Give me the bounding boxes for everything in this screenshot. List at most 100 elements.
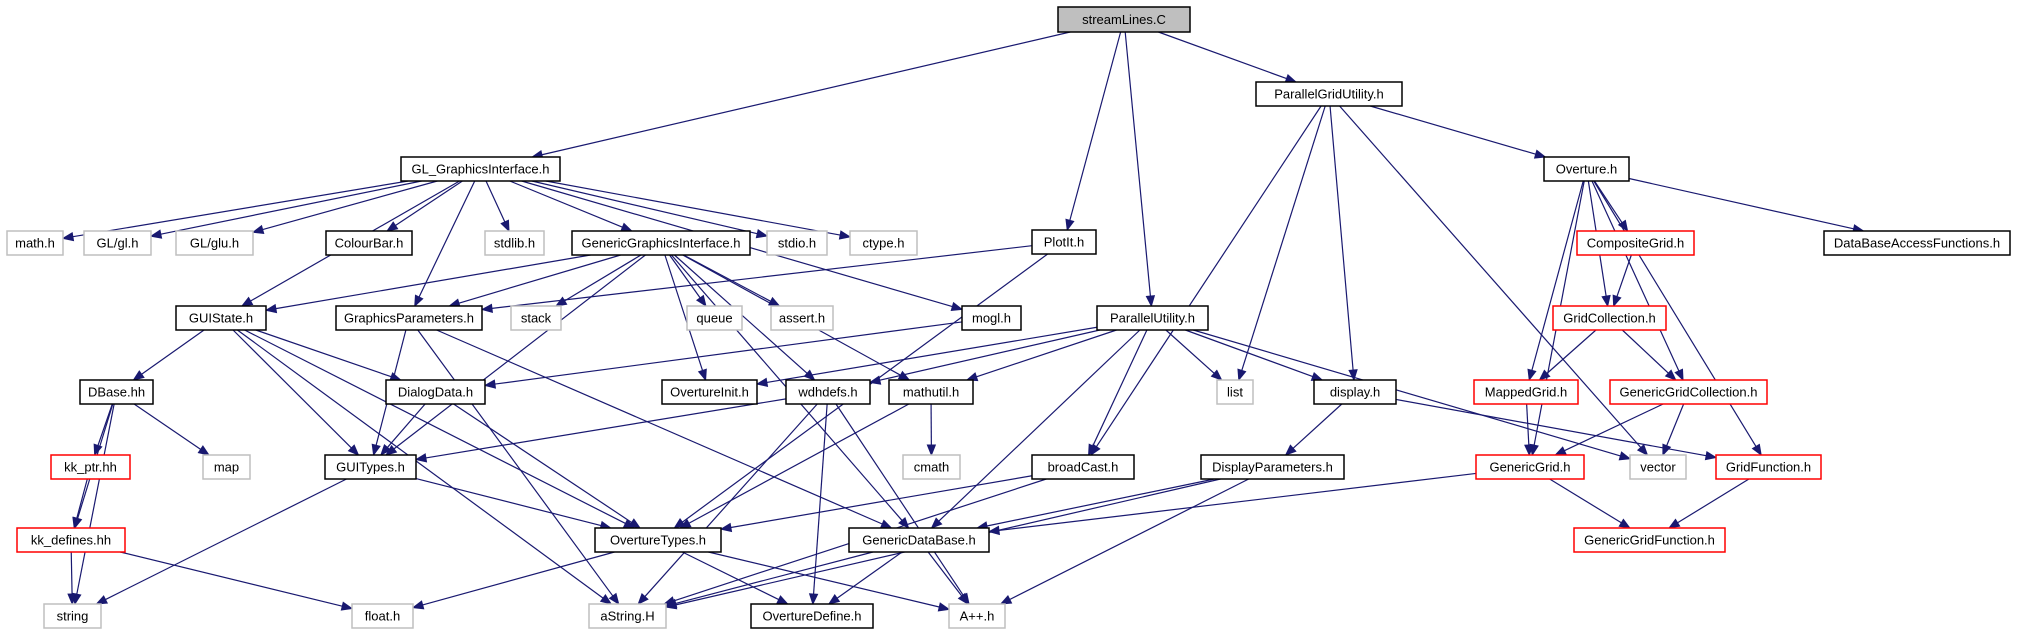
node-list: list bbox=[1216, 379, 1254, 405]
edge-ParallelGridUtility-to-list bbox=[1241, 105, 1326, 371]
edges-layer bbox=[61, 31, 1865, 612]
edge-streamLines-to-GL_GraphicsInterface bbox=[541, 31, 1071, 156]
arrowhead-GL_GraphicsInterface-to-stdio bbox=[755, 228, 769, 239]
node-box bbox=[1200, 454, 1345, 480]
node-box bbox=[750, 603, 874, 629]
node-CompositeGrid[interactable]: CompositeGrid.h bbox=[1576, 230, 1695, 256]
node-GUITypes[interactable]: GUITypes.h bbox=[324, 454, 417, 480]
node-label: float.h bbox=[365, 609, 400, 624]
node-GenericDataBase[interactable]: GenericDataBase.h bbox=[848, 527, 990, 553]
node-DialogData[interactable]: DialogData.h bbox=[385, 379, 486, 405]
node-label: ParallelGridUtility.h bbox=[1274, 87, 1384, 102]
node-OvertureTypes[interactable]: OvertureTypes.h bbox=[594, 527, 722, 553]
arrowhead-GL_GraphicsInterface-to-ColourBar bbox=[385, 221, 399, 232]
node-label: DBase.hh bbox=[88, 385, 145, 400]
edge-OvertureTypes-to-OvertureDefine bbox=[682, 551, 779, 601]
node-display[interactable]: display.h bbox=[1313, 379, 1397, 405]
node-box bbox=[175, 305, 267, 331]
node-box bbox=[400, 156, 561, 182]
edge-GridFunction-to-GenericGridFunction bbox=[1677, 478, 1750, 524]
node-box bbox=[1823, 230, 2011, 256]
node-label: CompositeGrid.h bbox=[1587, 236, 1685, 251]
node-box bbox=[571, 230, 751, 256]
node-GL_GraphicsInterface[interactable]: GL_GraphicsInterface.h bbox=[400, 156, 561, 182]
node-label: vector bbox=[1640, 460, 1676, 475]
node-wdhdefs[interactable]: wdhdefs.h bbox=[785, 379, 871, 405]
node-MappedGrid[interactable]: MappedGrid.h bbox=[1473, 379, 1579, 405]
node-vector: vector bbox=[1629, 454, 1687, 480]
node-GenericGrid[interactable]: GenericGrid.h bbox=[1475, 454, 1585, 480]
node-Overture[interactable]: Overture.h bbox=[1543, 156, 1630, 182]
node-label: assert.h bbox=[779, 311, 825, 326]
edge-GenericDataBase-to-aString bbox=[675, 551, 874, 605]
node-label: GridCollection.h bbox=[1563, 311, 1656, 326]
node-label: streamLines.C bbox=[1082, 12, 1166, 27]
edge-ParallelUtility-to-OvertureInit bbox=[766, 326, 1098, 384]
node-box bbox=[50, 454, 131, 480]
arrowhead-GraphicsParameters-to-GenericDataBase bbox=[879, 519, 893, 529]
node-ColourBar[interactable]: ColourBar.h bbox=[325, 230, 413, 256]
node-DBase[interactable]: DBase.hh bbox=[79, 379, 154, 405]
edge-ParallelUtility-to-broadCast bbox=[1092, 329, 1148, 447]
node-mathutil[interactable]: mathutil.h bbox=[888, 379, 974, 405]
node-ParallelGridUtility[interactable]: ParallelGridUtility.h bbox=[1255, 81, 1403, 107]
arrowhead-ParallelUtility-to-vector bbox=[1618, 451, 1632, 461]
node-PlotIt[interactable]: PlotIt.h bbox=[1031, 229, 1097, 255]
edge-GUITypes-to-OvertureTypes bbox=[415, 477, 602, 527]
edge-GenericGraphicsInterface-to-assert bbox=[683, 254, 771, 302]
node-label: kk_defines.hh bbox=[31, 533, 111, 548]
node-box bbox=[79, 379, 154, 405]
node-DataBaseAccessFunctions[interactable]: DataBaseAccessFunctions.h bbox=[1823, 230, 2011, 256]
node-broadCast[interactable]: broadCast.h bbox=[1031, 454, 1135, 480]
arrowhead-GL_GraphicsInterface-to-GLglu bbox=[251, 224, 265, 235]
node-label: GenericGridFunction.h bbox=[1584, 533, 1715, 548]
node-stdlib: stdlib.h bbox=[484, 230, 545, 256]
node-label: wdhdefs.h bbox=[797, 385, 857, 400]
arrowhead-streamLines-to-ParallelGridUtility bbox=[1284, 73, 1298, 83]
node-label: cmath bbox=[914, 460, 949, 475]
node-OvertureInit[interactable]: OvertureInit.h bbox=[661, 379, 758, 405]
edge-DisplayParameters-to-App bbox=[1009, 478, 1249, 601]
node-OvertureDefine[interactable]: OvertureDefine.h bbox=[750, 603, 874, 629]
node-GUIState[interactable]: GUIState.h bbox=[175, 305, 267, 331]
edge-mogl-to-DialogData bbox=[494, 321, 963, 385]
node-box bbox=[1031, 229, 1097, 255]
node-kk_ptr[interactable]: kk_ptr.hh bbox=[50, 454, 131, 480]
node-DisplayParameters[interactable]: DisplayParameters.h bbox=[1200, 454, 1345, 480]
node-box bbox=[1573, 527, 1726, 553]
edge-GenericGraphicsInterface-to-queue bbox=[669, 254, 701, 299]
edge-GenericGraphicsInterface-to-GUITypes bbox=[393, 254, 646, 450]
node-box bbox=[1629, 454, 1687, 480]
arrowhead-streamLines-to-ParallelUtility bbox=[1145, 295, 1156, 308]
arrowhead-wdhdefs-to-OvertureDefine bbox=[808, 593, 819, 606]
node-GenericGraphicsInterface[interactable]: GenericGraphicsInterface.h bbox=[571, 230, 751, 256]
node-kk_defines[interactable]: kk_defines.hh bbox=[16, 527, 126, 553]
node-GraphicsParameters[interactable]: GraphicsParameters.h bbox=[335, 305, 483, 331]
edge-GraphicsParameters-to-GenericDataBase bbox=[436, 329, 883, 525]
node-mogl[interactable]: mogl.h bbox=[961, 305, 1022, 331]
node-box bbox=[1475, 454, 1585, 480]
node-box bbox=[83, 230, 152, 256]
edge-GL_GraphicsInterface-to-GLgl bbox=[160, 180, 422, 235]
node-box bbox=[325, 230, 413, 256]
node-box bbox=[902, 454, 961, 480]
node-box bbox=[1313, 379, 1397, 405]
node-label: string bbox=[57, 609, 89, 624]
node-streamLines[interactable]: streamLines.C bbox=[1057, 6, 1191, 33]
node-GridCollection[interactable]: GridCollection.h bbox=[1552, 305, 1667, 331]
arrowhead-GenericGraphicsInterface-to-queue bbox=[695, 294, 707, 308]
arrowhead-ParallelGridUtility-to-vector bbox=[1636, 443, 1649, 457]
node-GenericGridFunction[interactable]: GenericGridFunction.h bbox=[1573, 527, 1726, 553]
edge-GL_GraphicsInterface-to-ColourBar bbox=[395, 180, 463, 226]
edge-GenericGridCollection-to-GenericGrid bbox=[1564, 403, 1664, 452]
node-GridFunction[interactable]: GridFunction.h bbox=[1715, 454, 1822, 480]
node-math: math.h bbox=[6, 230, 64, 256]
arrowhead-broadCast-to-OvertureTypes bbox=[719, 522, 733, 533]
node-GenericGridCollection[interactable]: GenericGridCollection.h bbox=[1609, 379, 1768, 405]
node-label: GenericGrid.h bbox=[1490, 460, 1571, 475]
arrowhead-wdhdefs-to-aString bbox=[637, 593, 649, 606]
node-label: GenericDataBase.h bbox=[862, 533, 975, 548]
edge-GL_GraphicsInterface-to-GenericGraphicsInterface bbox=[509, 180, 623, 228]
node-ParallelUtility[interactable]: ParallelUtility.h bbox=[1096, 305, 1209, 331]
